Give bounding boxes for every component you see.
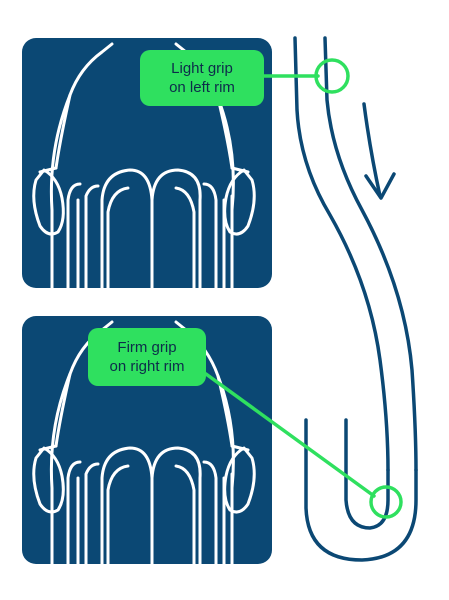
bottom-callout-line2: on right rim xyxy=(109,358,185,375)
bottom-grip-callout: Firm grip on right rim xyxy=(88,328,206,386)
top-wheelchair-user-figure xyxy=(32,42,256,290)
top-grip-callout: Light grip on left rim xyxy=(140,50,264,106)
wheelchair-track-path xyxy=(293,36,418,562)
direction-arrow xyxy=(362,102,396,200)
bottom-grip-connector xyxy=(204,372,376,498)
track-u-inner xyxy=(344,418,390,530)
track-inner-line xyxy=(323,36,418,472)
bottom-grip-marker-circle xyxy=(369,485,403,519)
top-callout-line2: on left rim xyxy=(169,79,235,96)
bottom-callout-line1: Firm grip xyxy=(117,339,177,356)
top-callout-line1: Light grip xyxy=(171,60,233,77)
track-outer-line xyxy=(293,36,390,472)
top-grip-marker-circle xyxy=(314,58,350,94)
track-u-outer xyxy=(304,418,418,562)
